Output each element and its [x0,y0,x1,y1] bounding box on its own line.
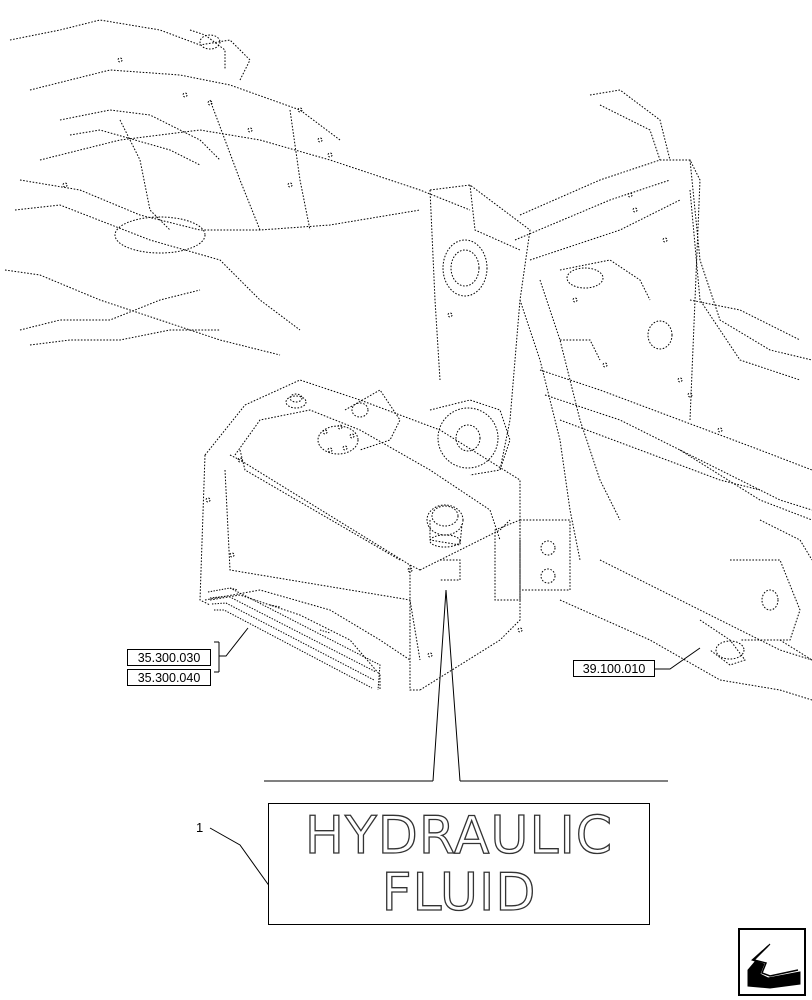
hydraulic-tank [199,379,523,691]
decal-line-1: HYDRAULIC [304,806,614,866]
hydraulic-fluid-decal: HYDRAULIC FLUID [268,803,650,925]
chassis-frame [4,19,812,701]
leader-lines [209,589,701,888]
callout-item-number: 1 [196,820,204,835]
decal-line-2: FLUID [381,863,537,923]
tank-step-treads [207,587,381,691]
previous-page-arrow-icon [747,943,801,989]
reference-label-35-300-030[interactable]: 35.300.030 [127,649,211,666]
reference-label-39-100-010[interactable]: 39.100.010 [573,660,655,677]
previous-page-button[interactable] [738,928,806,996]
reference-label-35-300-040[interactable]: 35.300.040 [127,669,211,686]
